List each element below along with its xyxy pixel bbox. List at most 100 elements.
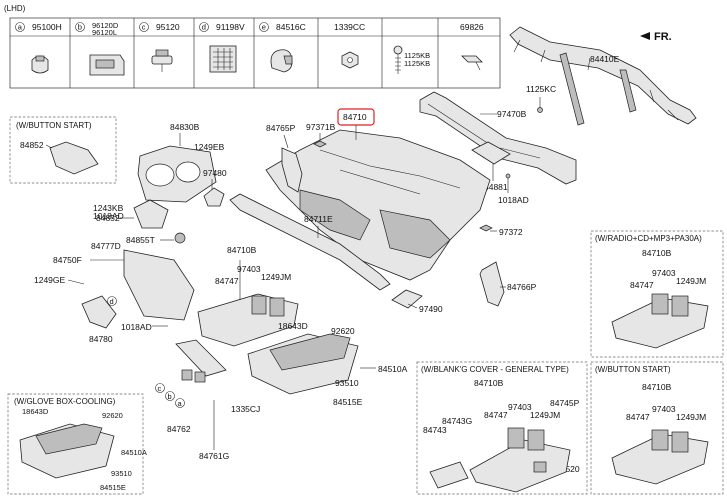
label-1335cj: 1335CJ — [231, 404, 260, 414]
svg-text:84710B: 84710B — [642, 382, 672, 392]
label-84830b: 84830B — [170, 122, 200, 132]
inset-button-start-right: (W/BUTTON START) 84710B 97403 1249JM 847… — [590, 361, 724, 495]
inset-radio-cd-mp3: (W/RADIO+CD+MP3+PA30A) 84710B 97403 1249… — [590, 230, 724, 358]
label-1018ad-b: 1018AD — [93, 211, 124, 221]
label-84761g: 84761G — [199, 451, 229, 461]
label-97371b: 97371B — [306, 122, 336, 132]
svg-text:97403: 97403 — [652, 404, 676, 414]
inset-button-start-left: (W/BUTTON START) 84852 — [9, 116, 117, 184]
svg-text:84510A: 84510A — [121, 448, 147, 457]
legend-part-1339cc — [341, 51, 359, 69]
svg-text:84852: 84852 — [20, 140, 44, 150]
legend-part-96120 — [89, 54, 125, 76]
cowl-crossmember-part — [509, 26, 697, 126]
label-84747: 84747 — [215, 276, 239, 286]
svg-text:e: e — [262, 23, 266, 32]
part-84750f — [123, 249, 195, 321]
label-97372: 97372 — [499, 227, 523, 237]
part-84780 — [81, 295, 117, 329]
svg-text:97403: 97403 — [652, 268, 676, 278]
svg-text:1249JM: 1249JM — [676, 412, 706, 422]
legend-code-96120d: 96120D — [92, 21, 119, 30]
svg-text:a: a — [18, 23, 23, 32]
legend-letter-b: b — [75, 22, 85, 32]
part-84881 — [471, 141, 511, 165]
legend-part-91198v — [209, 45, 237, 73]
svg-text:b: b — [168, 392, 172, 401]
svg-text:84745P: 84745P — [550, 398, 580, 408]
label-93510: 93510 — [335, 378, 359, 388]
svg-text:d: d — [110, 297, 114, 306]
svg-text:18643D: 18643D — [22, 407, 49, 416]
label-84711e: 84711E — [304, 214, 333, 224]
part-97480 — [203, 187, 225, 207]
label-1249ge: 1249GE — [34, 275, 66, 285]
label-84881: 84881 — [484, 182, 508, 192]
svg-text:d: d — [202, 23, 206, 32]
part-84852 — [133, 199, 169, 229]
legend-code-1339cc: 1339CC — [334, 22, 365, 32]
label-84515e: 84515E — [333, 397, 363, 407]
label-84777d: 84777D — [91, 241, 121, 251]
legend-code-95100h: 95100H — [32, 22, 62, 32]
svg-text:FR.: FR. — [654, 31, 672, 43]
inset-glove-box-cooling: (W/GLOVE BOX-COOLING) 18643D 92620 84510… — [7, 393, 147, 495]
svg-text:(W/RADIO+CD+MP3+PA30A): (W/RADIO+CD+MP3+PA30A) — [595, 234, 702, 243]
label-97470b: 97470B — [497, 109, 527, 119]
svg-text:1125KB: 1125KB — [404, 59, 430, 68]
svg-text:1249JM: 1249JM — [530, 410, 560, 420]
glove-box-part — [247, 333, 359, 395]
legend-letter-e: e — [259, 22, 269, 32]
part-84766p — [479, 261, 505, 307]
part-84711e — [229, 193, 391, 291]
label-84765p: 84765P — [266, 123, 296, 133]
label-84410e: 84410E — [590, 54, 620, 64]
legend-table: a b c d e 95100H 96120D 96120L 95120 911… — [9, 17, 501, 89]
label-1243kb: 1243KB — [93, 203, 124, 213]
center-fascia-part — [197, 293, 299, 347]
legend-code-84516c: 84516C — [276, 22, 306, 32]
svg-text:84747: 84747 — [484, 410, 508, 420]
legend-code-91198v: 91198V — [216, 22, 245, 32]
svg-text:1249JM: 1249JM — [676, 276, 706, 286]
label-1249eb: 1249EB — [194, 142, 225, 152]
legend-part-95100h — [31, 55, 49, 74]
label-84750f: 84750F — [53, 255, 82, 265]
svg-text:92620: 92620 — [102, 411, 123, 420]
part-97371b — [313, 140, 327, 148]
svg-text:84515E: 84515E — [100, 483, 126, 492]
label-84762: 84762 — [167, 424, 191, 434]
part-84765p — [281, 147, 303, 193]
svg-text:(W/GLOVE BOX-COOLING): (W/GLOVE BOX-COOLING) — [14, 397, 116, 406]
legend-code-95120: 95120 — [156, 22, 180, 32]
front-direction-arrow: FR. — [640, 31, 672, 43]
switch-panel-part — [175, 339, 227, 383]
svg-text:b: b — [78, 23, 82, 32]
svg-text:(W/BUTTON START): (W/BUTTON START) — [16, 121, 92, 130]
label-84710-highlight: 84710 — [343, 112, 367, 122]
label-1018ad-c: 1018AD — [121, 322, 152, 332]
svg-text:c: c — [142, 23, 146, 32]
svg-text:84710B: 84710B — [642, 248, 672, 258]
svg-text:84710B: 84710B — [474, 378, 504, 388]
label-1018ad-a: 1018AD — [498, 195, 529, 205]
svg-text:84747: 84747 — [630, 280, 654, 290]
label-84852: 84852 — [96, 213, 120, 223]
inset-blanking-cover: (W/BLANK'G COVER - GENERAL TYPE) 84710B … — [416, 361, 588, 495]
legend-letter-d: d — [199, 22, 209, 32]
legend-code-96120l: 96120L — [92, 28, 117, 37]
svg-text:c: c — [158, 384, 162, 393]
legend-part-69826 — [461, 55, 483, 71]
svg-text:84743G: 84743G — [442, 416, 472, 426]
label-84510a: 84510A — [378, 364, 408, 374]
label-1125kc: 1125KC — [526, 84, 556, 94]
cluster-fascia-part — [137, 145, 217, 203]
svg-text:94520: 94520 — [556, 464, 580, 474]
label-84855t: 84855T — [126, 235, 155, 245]
label-18643d: 18643D — [278, 321, 308, 331]
part-97372 — [479, 224, 493, 232]
legend-code-69826: 69826 — [460, 22, 484, 32]
label-97490: 97490 — [419, 304, 443, 314]
